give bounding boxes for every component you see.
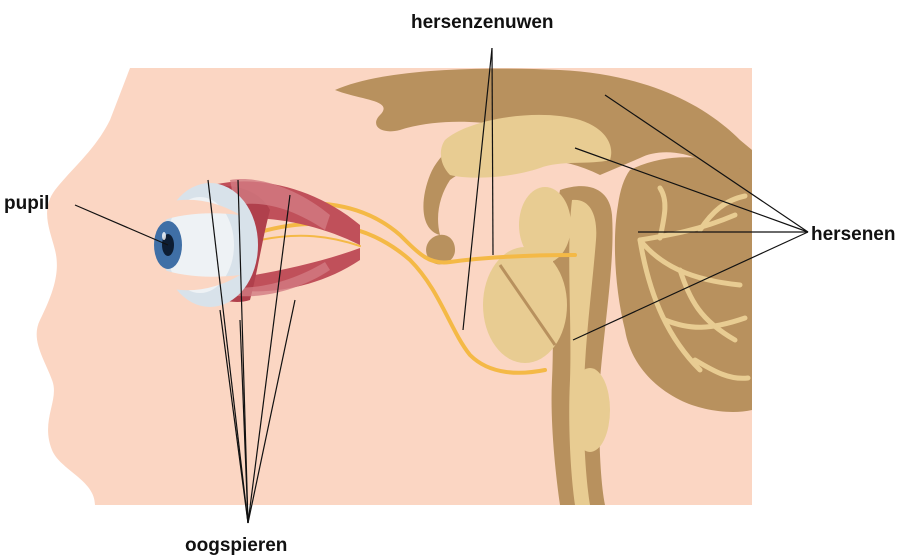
medulla	[570, 368, 610, 452]
label-oogspieren: oogspieren	[185, 535, 287, 556]
cornea-highlight	[162, 232, 166, 240]
label-hersenen: hersenen	[811, 224, 895, 245]
label-hersenzenuwen: hersenzenuwen	[411, 12, 554, 33]
pons	[483, 247, 567, 363]
label-pupil: pupil	[4, 193, 49, 214]
